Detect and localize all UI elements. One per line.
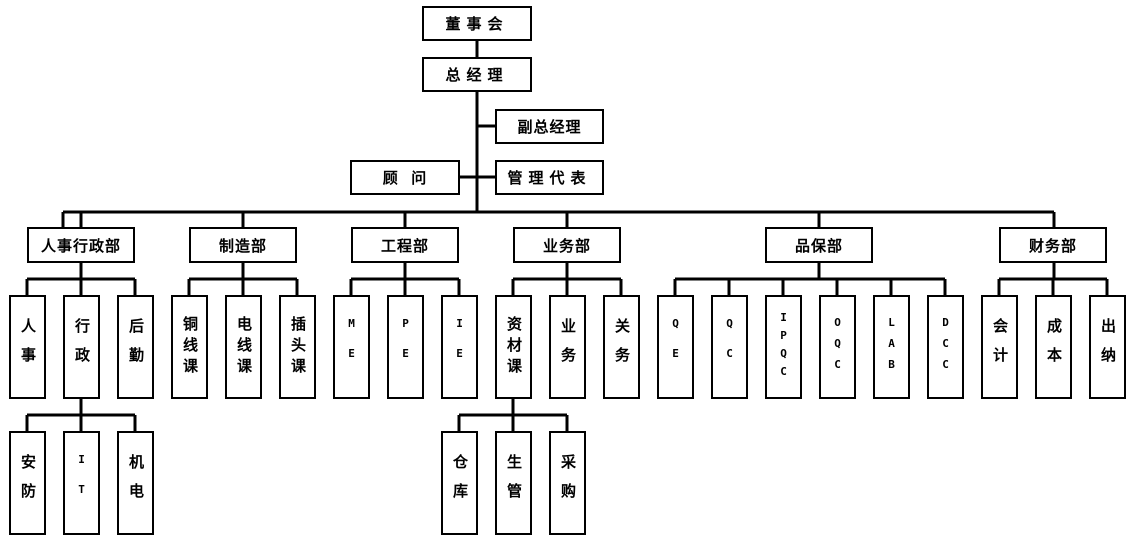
deputy-gm-box: 副总经理 bbox=[495, 109, 604, 144]
dept-finance: 财务部 bbox=[999, 227, 1107, 263]
dept-hr-admin: 人事行政部 bbox=[27, 227, 135, 263]
unit-electric-wire: 电线课 bbox=[225, 295, 262, 399]
general-manager-box: 总经理 bbox=[422, 57, 532, 92]
unit-hr-admin: 行政 bbox=[63, 295, 100, 399]
unit-sales: 业务 bbox=[549, 295, 586, 399]
dept-business: 业务部 bbox=[513, 227, 621, 263]
dept-manufacturing: 制造部 bbox=[189, 227, 297, 263]
unit-lab: LAB bbox=[873, 295, 910, 399]
unit-plug: 插头课 bbox=[279, 295, 316, 399]
management-rep-box: 管理代表 bbox=[495, 160, 604, 195]
subunit-warehouse: 仓库 bbox=[441, 431, 478, 535]
subunit-it: IT bbox=[63, 431, 100, 535]
unit-ie: IE bbox=[441, 295, 478, 399]
subunit-purchasing: 采购 bbox=[549, 431, 586, 535]
subunit-electromechanical: 机电 bbox=[117, 431, 154, 535]
unit-hr-logistics: 后勤 bbox=[117, 295, 154, 399]
unit-me: ME bbox=[333, 295, 370, 399]
unit-pe: PE bbox=[387, 295, 424, 399]
unit-copper-wire: 铜线课 bbox=[171, 295, 208, 399]
unit-oqc: OQC bbox=[819, 295, 856, 399]
unit-qc: QC bbox=[711, 295, 748, 399]
unit-cost: 成本 bbox=[1035, 295, 1072, 399]
advisor-box: 顾 问 bbox=[350, 160, 460, 195]
unit-hr-personnel: 人事 bbox=[9, 295, 46, 399]
subunit-production-control: 生管 bbox=[495, 431, 532, 535]
board-box: 董事会 bbox=[422, 6, 532, 41]
unit-materials: 资材课 bbox=[495, 295, 532, 399]
dept-engineering: 工程部 bbox=[351, 227, 459, 263]
subunit-security: 安防 bbox=[9, 431, 46, 535]
unit-cashier: 出纳 bbox=[1089, 295, 1126, 399]
unit-qe: QE bbox=[657, 295, 694, 399]
unit-customs: 关务 bbox=[603, 295, 640, 399]
unit-ipqc: IPQC bbox=[765, 295, 802, 399]
unit-accounting: 会计 bbox=[981, 295, 1018, 399]
dept-quality: 品保部 bbox=[765, 227, 873, 263]
unit-dcc: DCC bbox=[927, 295, 964, 399]
